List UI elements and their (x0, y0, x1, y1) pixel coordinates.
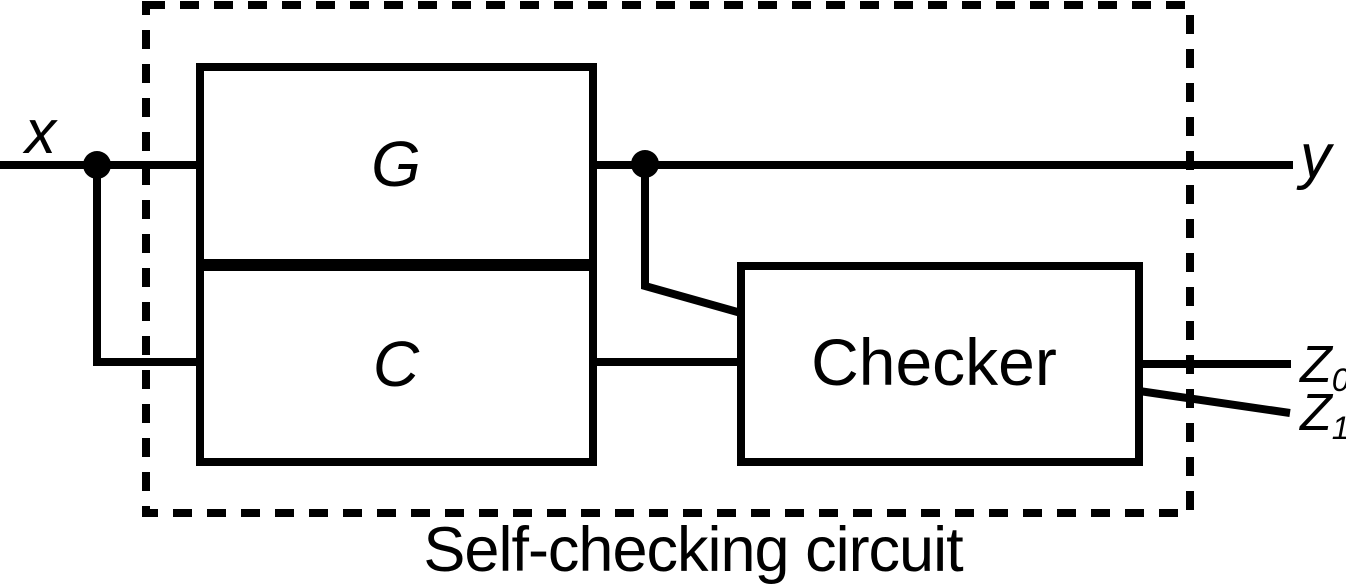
wire-branch-x-to-c (93, 165, 200, 366)
output-label-z0: Z0 (1298, 336, 1346, 398)
wire-output-z1 (1138, 387, 1291, 417)
diagram-caption: Self-checking circuit (423, 515, 964, 585)
block-c-label: C (373, 328, 420, 400)
output-label-y: y (1296, 122, 1335, 191)
block-g-label: G (371, 128, 421, 200)
junction-dot-g-output (631, 150, 659, 178)
dashed-boundary-box (142, 1, 1194, 517)
block-g-box (196, 63, 597, 267)
block-checker-box (737, 262, 1143, 466)
z1-base: Z (1298, 384, 1334, 442)
block-c-box (196, 263, 597, 466)
input-label-x: x (22, 98, 58, 167)
output-label-z1: Z1 (1298, 384, 1346, 446)
block-checker-label: Checker (811, 325, 1057, 399)
z0-base: Z (1298, 336, 1334, 394)
z1-subscript: 1 (1332, 410, 1346, 446)
wire-g-output-to-checker (641, 165, 743, 317)
z0-subscript: 0 (1332, 362, 1346, 398)
junction-dot-input (83, 151, 111, 179)
